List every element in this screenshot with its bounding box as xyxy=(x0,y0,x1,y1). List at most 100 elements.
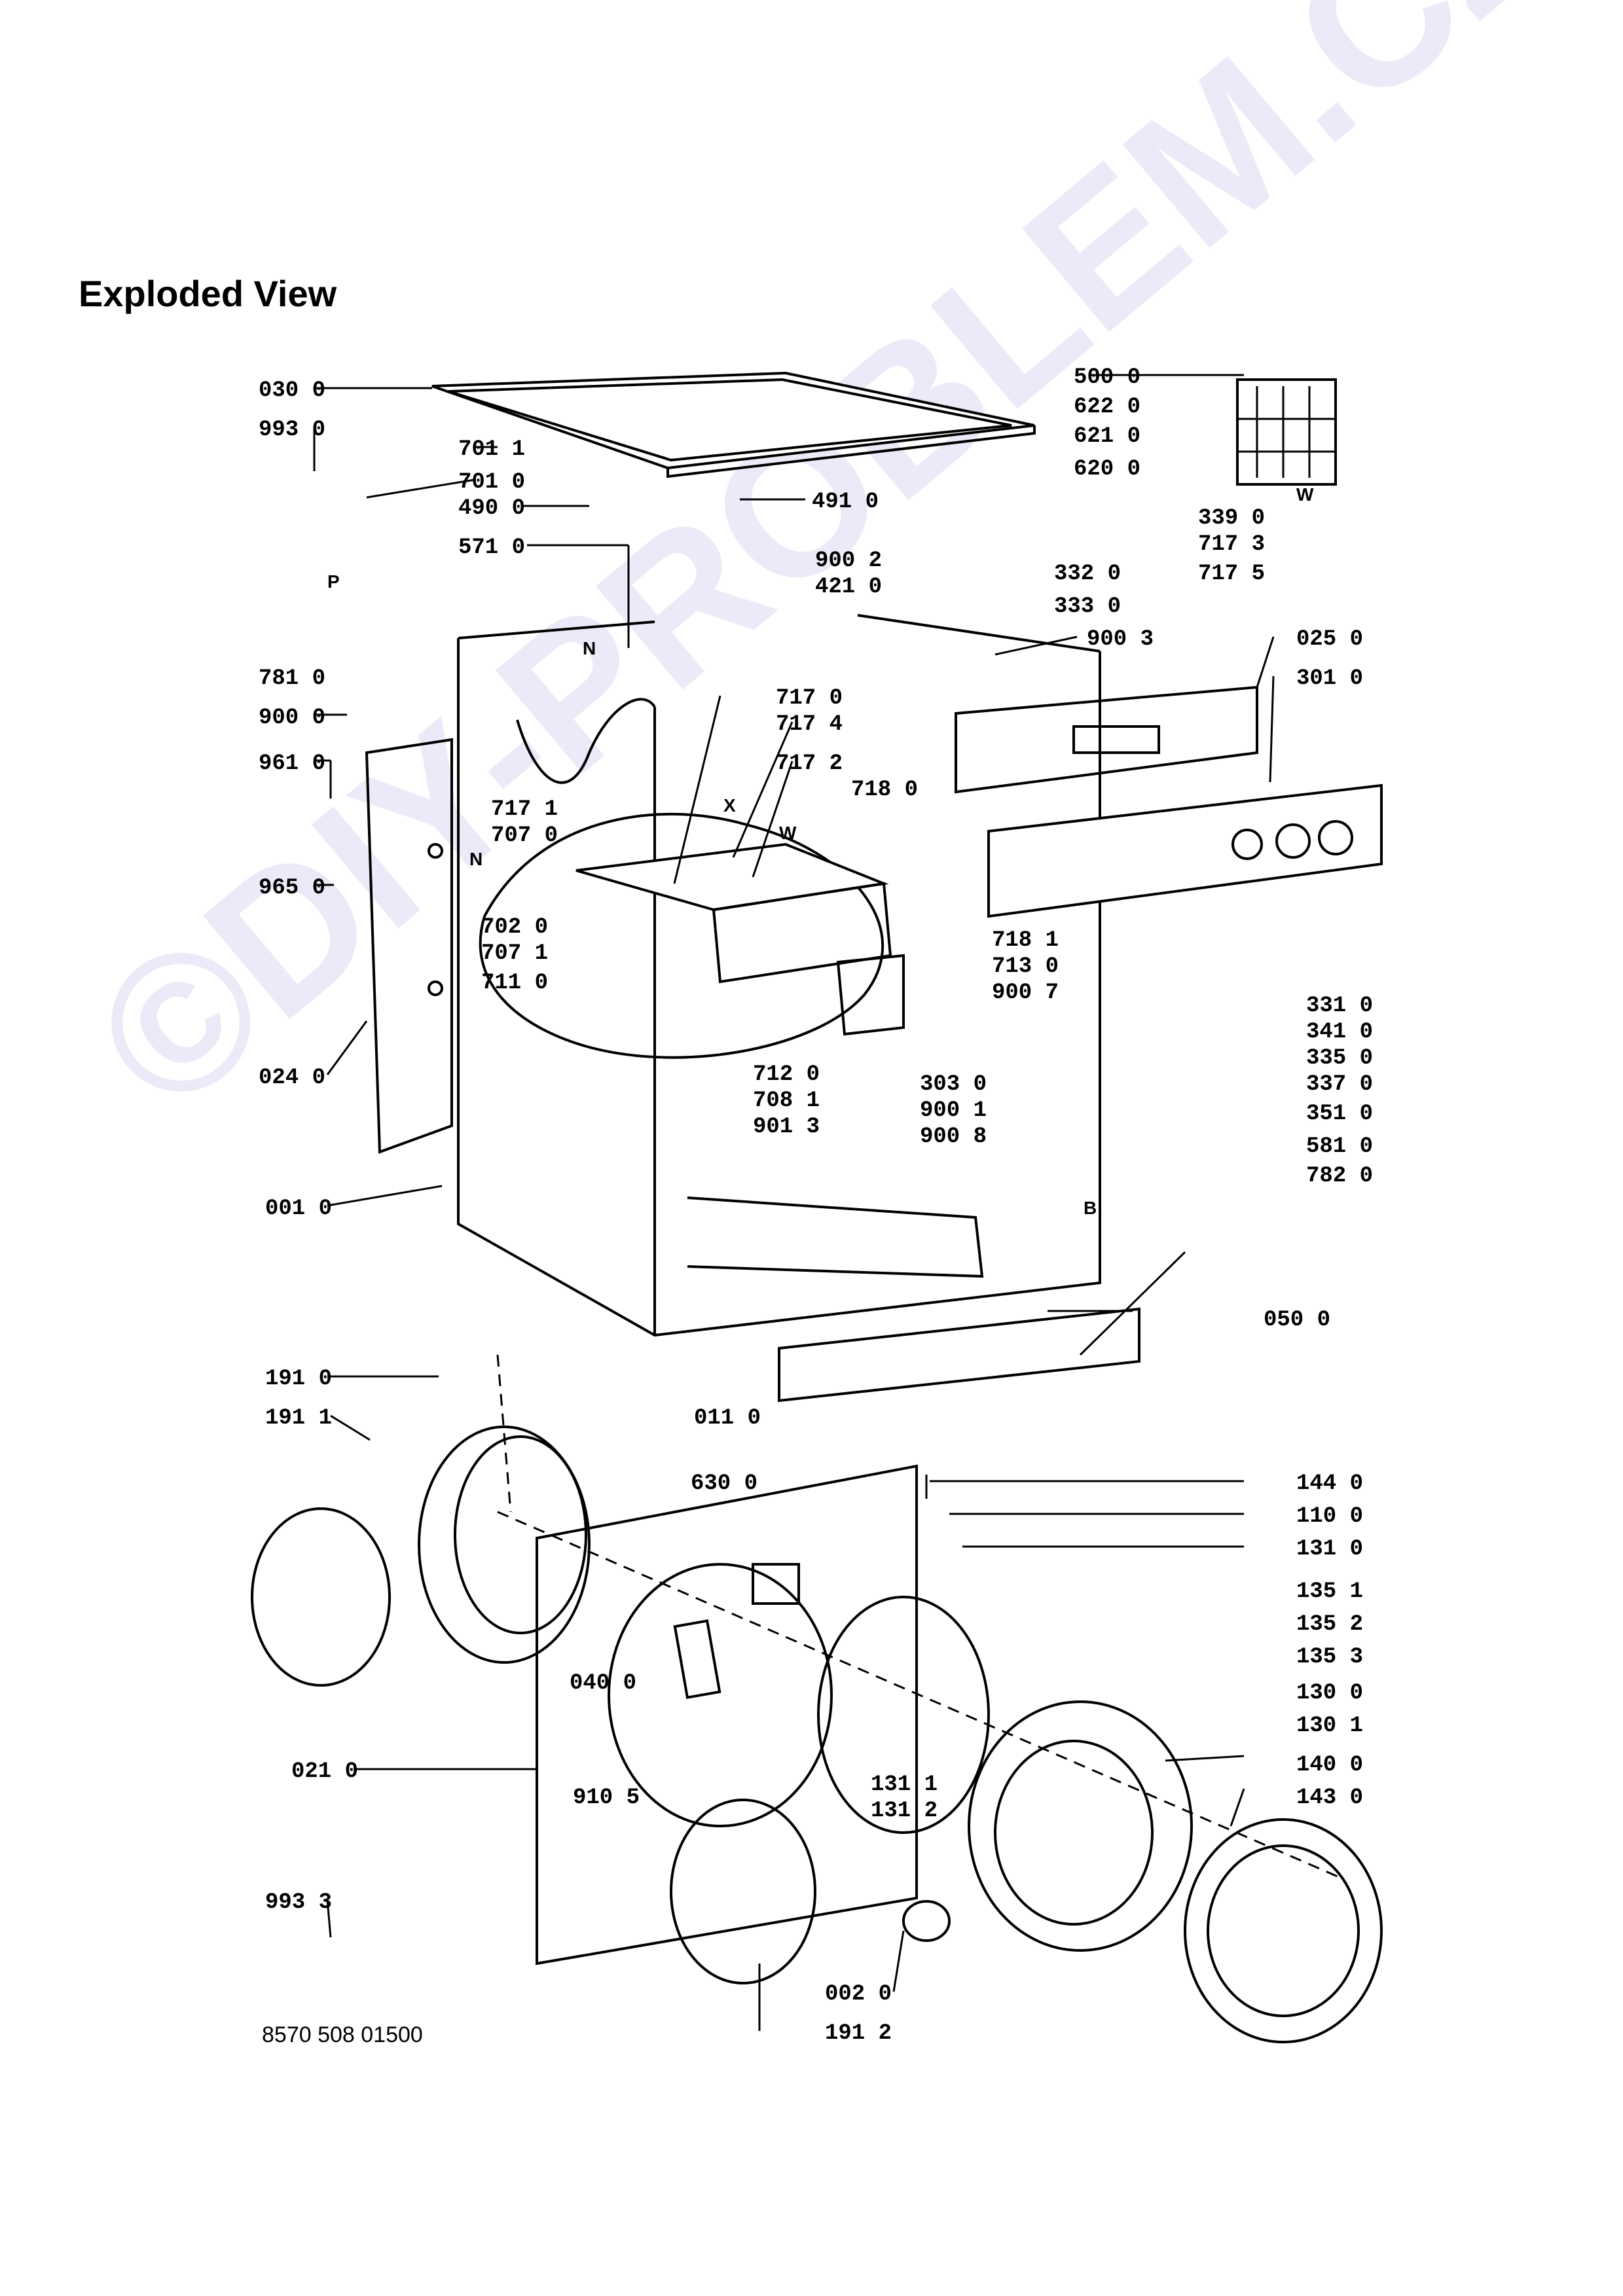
part-label: 025 0 xyxy=(1296,627,1363,652)
part-label: 331 0 xyxy=(1306,994,1373,1018)
part-label: 718 0 xyxy=(851,778,918,802)
front-panel xyxy=(536,1464,918,1965)
marker-n-top: N xyxy=(583,638,596,658)
detergent-dispenser xyxy=(575,842,905,1036)
part-label: 490 0 xyxy=(458,496,525,521)
part-label: 900 0 xyxy=(259,706,325,730)
view-markers: P N X W N W B xyxy=(327,484,1314,1218)
part-label: 191 2 xyxy=(825,2021,892,2046)
part-labels: 030 0 993 0 701 1 701 0 490 0 491 0 571 … xyxy=(259,365,1373,2046)
part-label: 130 1 xyxy=(1296,1713,1363,1738)
part-label: 900 8 xyxy=(920,1124,987,1149)
part-label: 701 0 xyxy=(458,470,525,495)
part-label: 900 1 xyxy=(920,1098,987,1123)
marker-p: P xyxy=(327,571,340,592)
part-label: 491 0 xyxy=(812,490,879,514)
part-label: 135 2 xyxy=(1296,1612,1363,1637)
part-label: 335 0 xyxy=(1306,1046,1373,1071)
part-label: 622 0 xyxy=(1074,395,1140,420)
part-label: 110 0 xyxy=(1296,1504,1363,1529)
part-label: 140 0 xyxy=(1296,1753,1363,1778)
part-label: 050 0 xyxy=(1264,1308,1330,1333)
part-label: 900 2 xyxy=(815,548,882,573)
electronic-module xyxy=(1236,378,1337,486)
part-label: 707 1 xyxy=(481,941,548,966)
part-label: 131 1 xyxy=(871,1772,938,1797)
part-label: 303 0 xyxy=(920,1072,987,1097)
part-label: 718 1 xyxy=(992,928,1059,953)
part-label: 713 0 xyxy=(992,954,1059,979)
part-label: 143 0 xyxy=(1296,1785,1363,1810)
part-label: 130 0 xyxy=(1296,1681,1363,1706)
marker-b: B xyxy=(1084,1198,1097,1218)
part-label: 191 1 xyxy=(265,1406,332,1431)
tub-gasket xyxy=(251,1426,591,1687)
marker-n-left: N xyxy=(469,849,483,869)
side-panel xyxy=(365,738,453,1154)
part-label: 333 0 xyxy=(1054,594,1121,619)
part-label: 131 2 xyxy=(871,1799,938,1823)
part-label: 021 0 xyxy=(291,1759,358,1784)
part-label: 712 0 xyxy=(753,1062,820,1087)
part-label: 002 0 xyxy=(825,1982,892,2007)
part-label: 717 2 xyxy=(776,751,843,776)
part-label: 191 0 xyxy=(265,1367,332,1391)
part-label: 965 0 xyxy=(259,876,325,901)
part-label: 620 0 xyxy=(1074,457,1140,482)
part-label: 581 0 xyxy=(1306,1134,1373,1159)
part-label: 630 0 xyxy=(691,1471,757,1496)
part-label: 341 0 xyxy=(1306,1020,1373,1045)
part-label: 717 1 xyxy=(491,797,558,822)
part-label: 701 1 xyxy=(458,437,525,462)
part-label: 708 1 xyxy=(753,1088,820,1113)
cabinet xyxy=(457,614,1101,1337)
axis-lines xyxy=(496,1354,1343,1880)
marker-w-right: W xyxy=(1296,484,1314,505)
part-label: 301 0 xyxy=(1296,666,1363,691)
part-label: 993 0 xyxy=(259,418,325,442)
part-label: 781 0 xyxy=(259,666,325,691)
part-label: 717 0 xyxy=(776,686,843,711)
part-label: 571 0 xyxy=(458,535,525,560)
part-label: 135 3 xyxy=(1296,1645,1363,1670)
part-label: 337 0 xyxy=(1306,1072,1373,1097)
part-label: 900 7 xyxy=(992,980,1059,1005)
part-label: 961 0 xyxy=(259,751,325,776)
part-label: 040 0 xyxy=(570,1671,636,1696)
part-label: 024 0 xyxy=(259,1066,325,1090)
part-label: 717 5 xyxy=(1198,562,1265,586)
leader-lines xyxy=(313,374,1275,2031)
part-label: 030 0 xyxy=(259,378,325,403)
part-label: 332 0 xyxy=(1054,562,1121,586)
part-label: 131 0 xyxy=(1296,1537,1363,1562)
part-label: 717 3 xyxy=(1198,532,1265,557)
door-assembly xyxy=(670,1596,1383,2043)
part-label: 001 0 xyxy=(265,1196,332,1221)
part-label: 011 0 xyxy=(694,1406,761,1431)
part-label: 702 0 xyxy=(481,915,548,940)
top-cover xyxy=(431,371,1036,478)
part-label: 707 0 xyxy=(491,823,558,848)
part-label: 339 0 xyxy=(1198,506,1265,531)
part-label: 901 3 xyxy=(753,1115,820,1139)
part-label: 910 5 xyxy=(573,1785,640,1810)
part-label: 421 0 xyxy=(815,575,882,600)
part-label: 135 1 xyxy=(1296,1579,1363,1604)
part-label: 144 0 xyxy=(1296,1471,1363,1496)
part-label: 711 0 xyxy=(481,971,548,996)
page-title: Exploded View xyxy=(79,273,337,314)
plinth xyxy=(778,1307,1140,1403)
part-label: 900 3 xyxy=(1087,627,1154,652)
document-number: 8570 508 01500 xyxy=(262,2022,423,2047)
part-label: 621 0 xyxy=(1074,424,1140,449)
part-label: 782 0 xyxy=(1306,1164,1373,1189)
marker-x: X xyxy=(723,795,736,816)
part-label: 351 0 xyxy=(1306,1102,1373,1126)
part-label: 717 4 xyxy=(776,712,843,737)
part-label: 500 0 xyxy=(1074,365,1140,390)
part-label: 993 3 xyxy=(265,1890,332,1915)
marker-w-left: W xyxy=(779,823,797,843)
control-panel xyxy=(955,685,1383,918)
